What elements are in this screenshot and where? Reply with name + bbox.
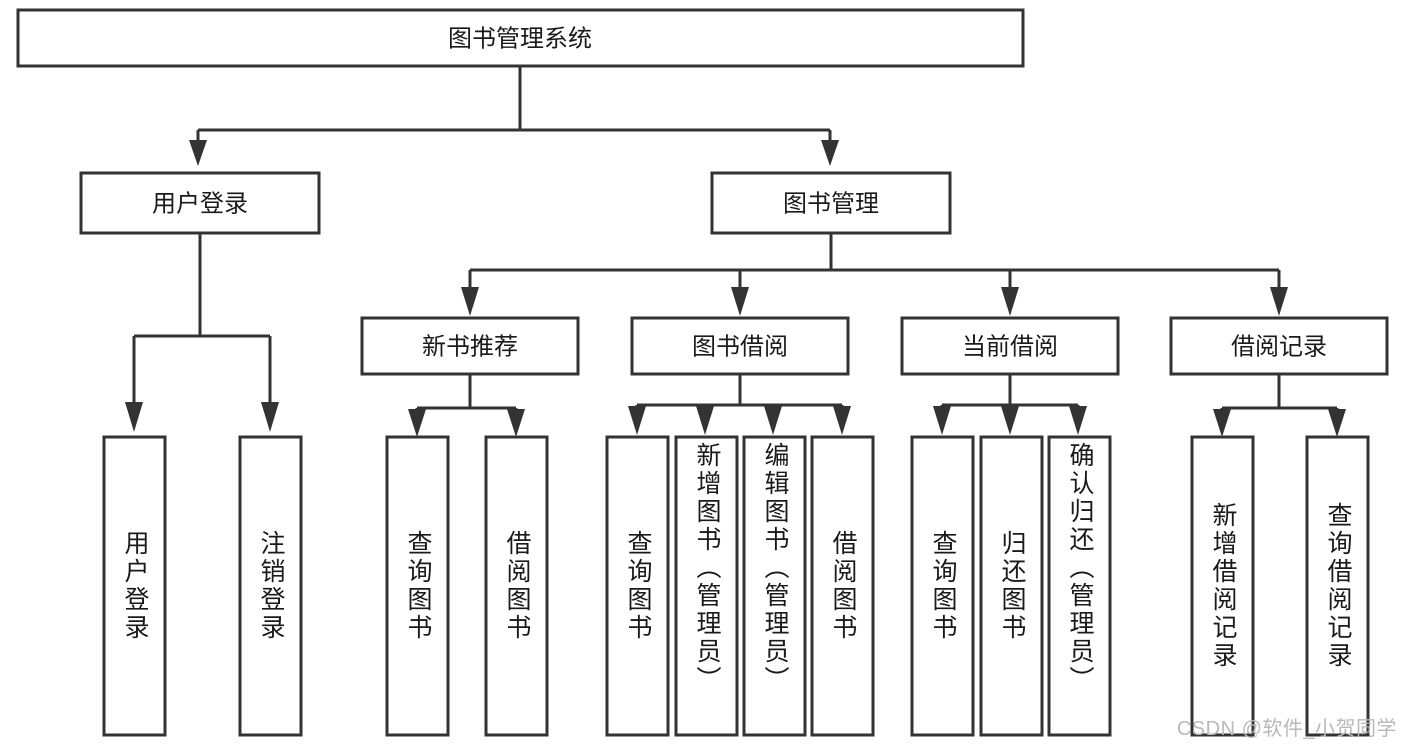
node-book-borrow[interactable]: 图书借阅 xyxy=(630,316,850,376)
node-current-borrow[interactable]: 当前借阅 xyxy=(900,316,1120,376)
arrow-leaf-add-record-icon xyxy=(1213,409,1231,437)
node-new-book-recommend-box[interactable] xyxy=(360,316,580,376)
leaf-box-confirm-return[interactable] xyxy=(1047,435,1112,737)
node-borrow-record-label: 借阅记录 xyxy=(1231,333,1327,360)
leaf-box-borrow-book-2[interactable] xyxy=(810,435,875,737)
node-root-label: 图书管理系统 xyxy=(448,25,592,52)
arrow-to-book-borrow-icon xyxy=(731,287,749,316)
arrow-leaf-query-book-3-icon xyxy=(933,406,951,435)
node-root[interactable]: 图书管理系统 xyxy=(16,8,1025,68)
leaf-box-borrow-book-1[interactable] xyxy=(484,435,549,737)
arrow-leaf-edit-book-icon xyxy=(764,406,782,435)
leaf-box-return-book[interactable] xyxy=(979,435,1044,737)
arrow-leaf-user-login-icon xyxy=(125,402,143,432)
csdn-watermark: CSDN @软件_小贺同学 xyxy=(1176,718,1397,740)
arrow-leaf-borrow-book-2-icon xyxy=(833,406,851,435)
arrow-to-current-borrow-icon xyxy=(1001,287,1019,316)
arrow-to-user-login-icon xyxy=(189,140,207,166)
leaf-box-add-book[interactable] xyxy=(674,435,739,737)
node-borrow-record[interactable]: 借阅记录 xyxy=(1169,316,1389,376)
arrow-leaf-borrow-book-1-icon xyxy=(507,409,525,437)
leaf-box-user-login[interactable] xyxy=(102,435,167,737)
leaf-box-query-book-1[interactable] xyxy=(385,435,450,737)
node-book-manage[interactable]: 图书管理 xyxy=(710,171,952,235)
leaf-box-query-book-2[interactable] xyxy=(605,435,670,737)
node-book-borrow-box[interactable] xyxy=(630,316,850,376)
node-new-book-recommend[interactable]: 新书推荐 xyxy=(360,316,580,376)
node-current-borrow-box[interactable] xyxy=(900,316,1120,376)
arrow-leaf-return-book-icon xyxy=(1001,406,1019,435)
arrow-leaf-query-book-2-icon xyxy=(628,406,646,435)
leaf-box-add-record[interactable] xyxy=(1190,435,1255,737)
leaf-box-logout-login[interactable] xyxy=(238,435,303,737)
arrow-leaf-confirm-return-icon xyxy=(1069,406,1087,435)
arrow-to-new-book-recommend-icon xyxy=(461,287,479,316)
node-user-login-label: 用户登录 xyxy=(152,190,248,217)
node-new-book-recommend-label: 新书推荐 xyxy=(422,333,518,360)
leaf-box-edit-book[interactable] xyxy=(742,435,807,737)
node-borrow-record-box[interactable] xyxy=(1169,316,1389,376)
node-book-borrow-label: 图书借阅 xyxy=(692,333,788,360)
leaf-box-query-record[interactable] xyxy=(1305,435,1370,737)
arrow-to-borrow-record-icon xyxy=(1270,287,1288,316)
arrow-leaf-query-book-1-icon xyxy=(408,409,426,437)
arrow-leaf-query-record-icon xyxy=(1328,409,1346,437)
node-user-login[interactable]: 用户登录 xyxy=(79,171,321,235)
node-root-box[interactable] xyxy=(16,8,1025,68)
arrow-leaf-add-book-icon xyxy=(696,406,714,435)
arrow-to-book-manage-icon xyxy=(821,140,839,166)
node-book-manage-label: 图书管理 xyxy=(783,190,879,217)
leaf-box-query-book-3[interactable] xyxy=(910,435,975,737)
arrow-leaf-logout-login-icon xyxy=(261,402,279,432)
node-book-manage-box[interactable] xyxy=(710,171,952,235)
node-current-borrow-label: 当前借阅 xyxy=(962,333,1058,360)
